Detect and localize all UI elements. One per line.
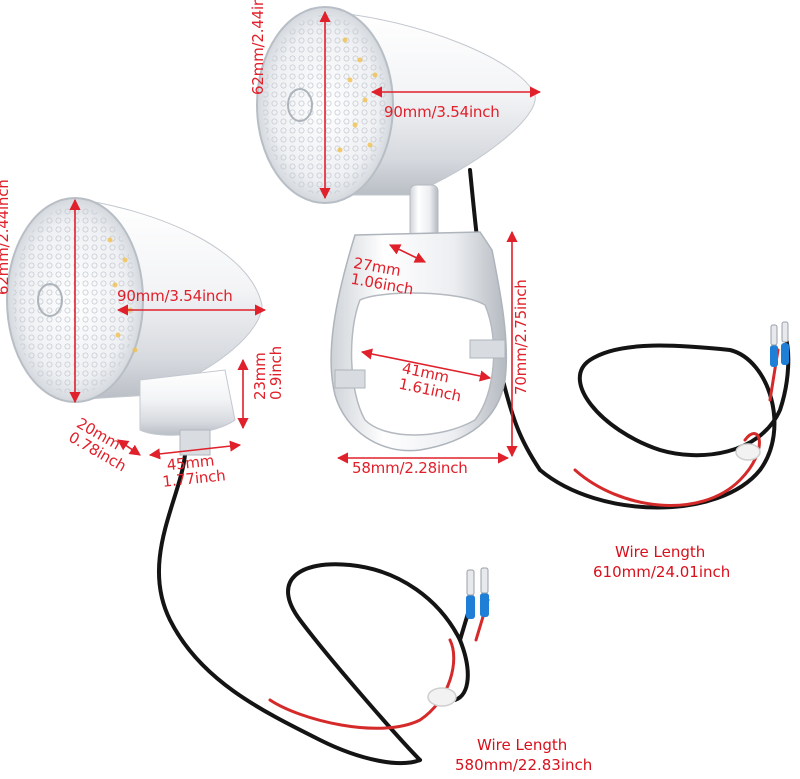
wire-length-right: Wire Length 610mm/24.01inch <box>593 542 730 582</box>
connectors-right <box>770 321 789 367</box>
wire-length-bottom-value: 580mm/22.83inch <box>455 756 593 774</box>
clamp-height-label: 70mm/2.75inch <box>512 279 530 395</box>
left-turn-signal-light <box>6 197 263 456</box>
wire-length-right-title: Wire Length <box>615 543 706 561</box>
stem-height-inch: 0.9inch <box>267 346 285 400</box>
top-light-length-label: 90mm/3.54inch <box>384 103 500 121</box>
stem-height-label: 23mm 0.9inch <box>251 346 285 400</box>
top-light-height-label: 62mm/2.44inch <box>249 0 267 95</box>
stem-height-mm: 23mm <box>251 352 269 400</box>
base-length-label: 45mm 1.77inch <box>160 451 227 490</box>
clamp-width-label: 58mm/2.28inch <box>352 459 468 477</box>
left-light-height-label: 62mm/2.44inch <box>0 179 12 295</box>
left-light-length-label: 90mm/3.54inch <box>117 287 233 305</box>
connectors-bottom <box>466 567 489 619</box>
dimension-lines <box>69 10 542 464</box>
top-turn-signal-light <box>256 6 536 241</box>
wire-length-right-value: 610mm/24.01inch <box>593 563 731 581</box>
wire-bottom <box>156 453 490 766</box>
wire-length-bottom-title: Wire Length <box>477 736 568 754</box>
wire-length-bottom: Wire Length 580mm/22.83inch <box>455 735 592 775</box>
